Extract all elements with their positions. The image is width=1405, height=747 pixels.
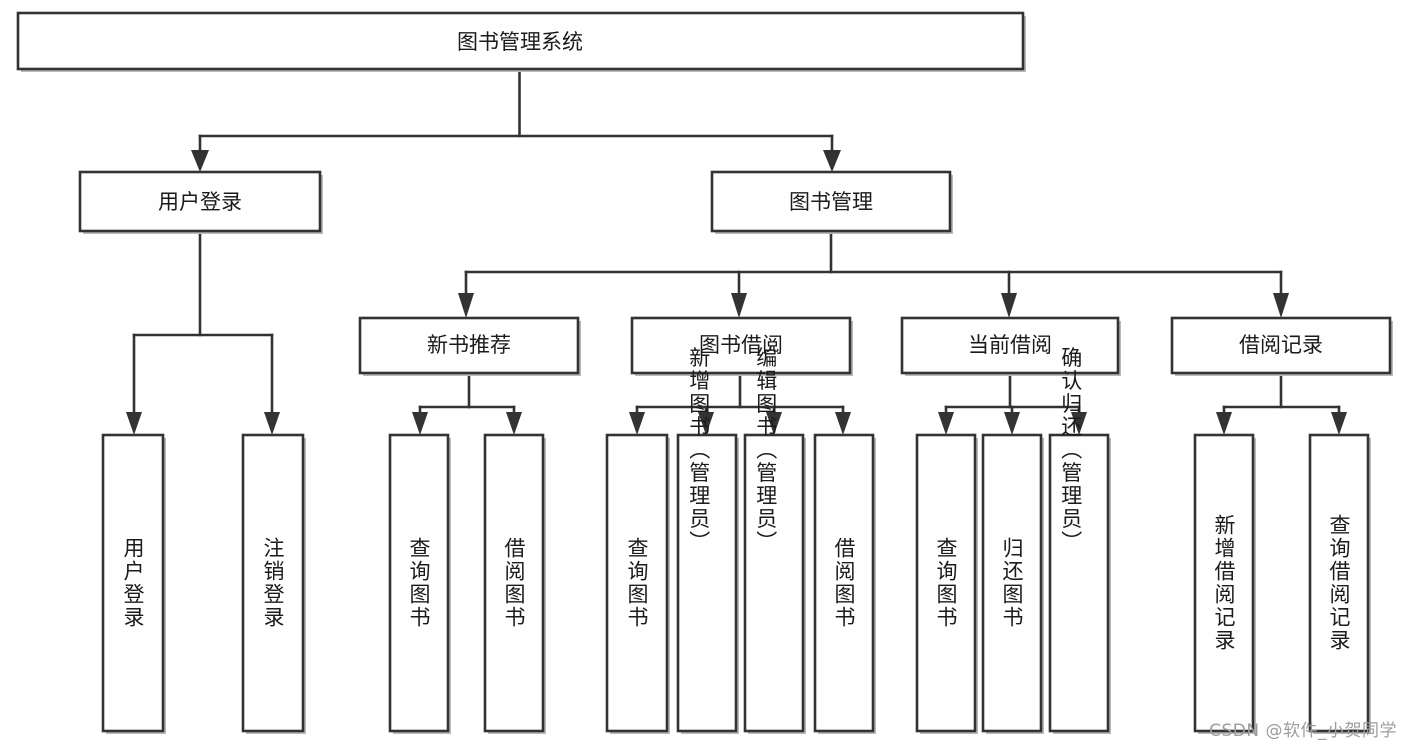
node-book-management[interactable]: 图书管理 [710, 170, 953, 234]
connector-layer [126, 66, 1347, 435]
new-book-recommend-box [358, 316, 580, 375]
node-root[interactable]: 图书管理系统 [16, 11, 1026, 72]
leaf-book-borrow-1[interactable]: 查询图书 [605, 433, 670, 734]
arrow-bookmgmt-c3 [1001, 293, 1017, 318]
arrow-bookmgmt-c4 [1273, 293, 1289, 318]
new-book-recommend-label: 新书推荐 [427, 333, 511, 357]
node-book-borrow[interactable]: 图书借阅 [630, 316, 853, 376]
leaf-borrow-record-1-box [1193, 433, 1255, 733]
node-new-book-recommend[interactable]: 新书推荐 [358, 316, 581, 376]
current-borrow-label: 当前借阅 [968, 333, 1052, 357]
borrow-record-label: 借阅记录 [1239, 333, 1323, 357]
arrow-current-l2 [1004, 412, 1020, 435]
arrow-userlogin-leaf2 [264, 412, 280, 435]
arrow-borrow-l1 [629, 412, 645, 435]
node-user-login[interactable]: 用户登录 [78, 170, 323, 234]
leaf-book-borrow-2-box [676, 433, 738, 733]
arrow-borrow-l3 [766, 412, 782, 435]
root-label: 图书管理系统 [457, 30, 583, 54]
user-login-label: 用户登录 [158, 190, 242, 214]
leaf-borrow-record-1[interactable]: 新增借阅记录 [1193, 433, 1256, 734]
leaf-book-borrow-2[interactable]: 新增图书（管理员） [676, 347, 739, 735]
leaf-book-borrow-4-label: 借阅图书 [832, 537, 856, 629]
leaf-book-borrow-4-box [813, 433, 875, 733]
leaf-book-borrow-3-label: 编辑图书（管理员） [754, 347, 778, 554]
leaf-borrow-record-2-box [1308, 433, 1370, 733]
leaf-new-book-2[interactable]: 借阅图书 [483, 433, 546, 734]
arrow-current-l1 [938, 412, 954, 435]
leaf-current-borrow-3[interactable]: 确认归还（管理员） [1048, 347, 1111, 735]
leaf-new-book-1[interactable]: 查询图书 [388, 433, 451, 734]
book-borrow-box [630, 316, 852, 375]
user-login-box [78, 170, 322, 233]
leaf-new-book-2-label: 借阅图书 [502, 537, 526, 629]
leaf-book-borrow-2-label: 新增图书（管理员） [687, 347, 711, 554]
leaf-current-borrow-1[interactable]: 查询图书 [915, 433, 978, 734]
arrow-bookmgmt-c1 [458, 293, 474, 318]
current-borrow-box [900, 316, 1120, 375]
leaf-current-borrow-3-label: 确认归还（管理员） [1059, 347, 1083, 554]
book-borrow-label: 图书借阅 [699, 333, 783, 357]
arrow-root-to-userlogin [191, 150, 209, 172]
leaf-current-borrow-1-label: 查询图书 [934, 537, 958, 629]
leaf-new-book-1-label: 查询图书 [407, 537, 431, 629]
leaf-user-login-2-label: 注销登录 [261, 537, 285, 629]
leaf-current-borrow-2-label: 归还图书 [1000, 537, 1024, 629]
arrow-current-l3 [1071, 412, 1087, 435]
node-current-borrow[interactable]: 当前借阅 [900, 316, 1121, 376]
leaf-new-book-2-box [483, 433, 545, 733]
arrow-record-l1 [1216, 412, 1232, 435]
arrow-userlogin-leaf1 [126, 412, 142, 435]
leaf-user-login-1[interactable]: 用户登录 [101, 433, 166, 734]
leaf-current-borrow-3-box [1048, 433, 1110, 733]
borrow-record-box [1170, 316, 1392, 375]
leaf-book-borrow-1-label: 查询图书 [625, 537, 649, 629]
arrow-borrow-l4 [835, 412, 851, 435]
arrow-newbook-l2 [506, 412, 522, 435]
leaf-book-borrow-3-box [743, 433, 805, 733]
arrow-root-to-bookmgmt [823, 150, 841, 172]
leaf-current-borrow-2[interactable]: 归还图书 [981, 433, 1044, 734]
leaf-user-login-2-box [241, 433, 305, 733]
arrow-borrow-l2 [698, 412, 714, 435]
leaf-user-login-1-label: 用户登录 [121, 537, 145, 629]
leaf-current-borrow-2-box [981, 433, 1043, 733]
leaf-borrow-record-2[interactable]: 查询借阅记录 [1308, 433, 1371, 734]
arrow-newbook-l1 [412, 412, 428, 435]
arrow-record-l2 [1331, 412, 1347, 435]
leaf-borrow-record-2-label: 查询借阅记录 [1327, 514, 1351, 652]
book-management-box [710, 170, 952, 233]
node-borrow-record[interactable]: 借阅记录 [1170, 316, 1393, 376]
leaf-new-book-1-box [388, 433, 450, 733]
arrow-bookmgmt-c2 [731, 293, 747, 318]
leaf-user-login-1-box [101, 433, 165, 733]
root-box [16, 11, 1025, 71]
leaf-borrow-record-1-label: 新增借阅记录 [1212, 514, 1236, 652]
book-management-label: 图书管理 [789, 190, 873, 214]
leaf-book-borrow-3[interactable]: 编辑图书（管理员） [743, 347, 806, 735]
leaf-user-login-2[interactable]: 注销登录 [241, 433, 306, 734]
leaf-book-borrow-4[interactable]: 借阅图书 [813, 433, 876, 734]
leaf-book-borrow-1-box [605, 433, 669, 733]
csdn-watermark: CSDN @软件_小贺同学 [1209, 721, 1397, 741]
leaf-current-borrow-1-box [915, 433, 977, 733]
